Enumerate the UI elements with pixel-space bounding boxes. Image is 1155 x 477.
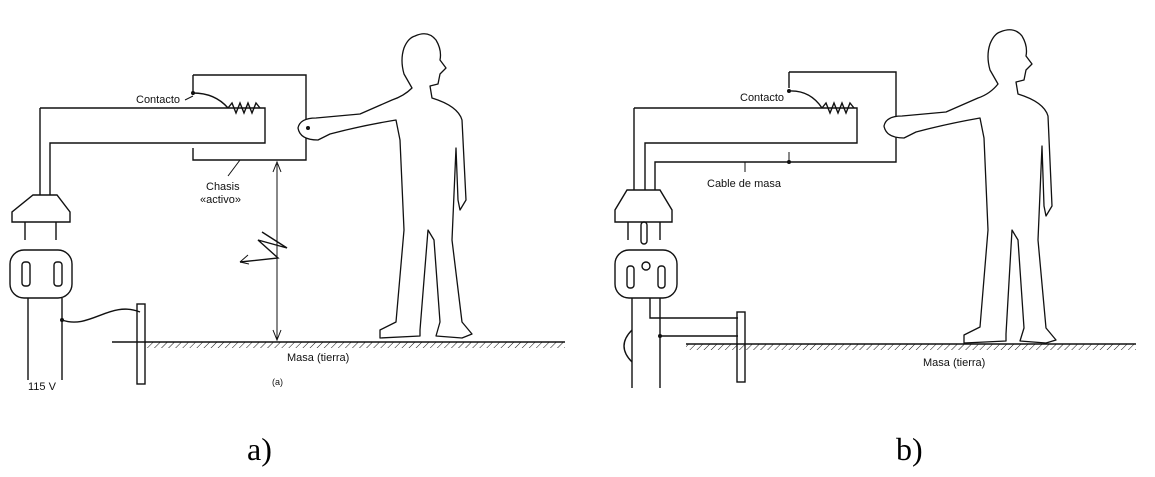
person-b	[883, 29, 1057, 344]
chassis-b	[788, 71, 897, 163]
chassis-a	[192, 74, 307, 161]
ground-cable-b	[654, 161, 789, 190]
ground-label-b: Masa (tierra)	[923, 357, 985, 369]
panel-a	[9, 33, 565, 385]
outlet-a	[9, 249, 73, 299]
chassis-label-a: Chasis	[206, 181, 240, 193]
ground-hatch-a	[145, 342, 565, 348]
sub-label-a: (a)	[272, 377, 283, 387]
outlet-b	[614, 249, 678, 299]
caption-b: b)	[896, 431, 923, 467]
internal-wire-a	[40, 107, 266, 195]
resistor-b	[821, 101, 855, 115]
ground-cable-label-b: Cable de masa	[707, 178, 782, 190]
ground-wire-a	[61, 308, 141, 323]
voltage-label-a: 115 V	[28, 381, 57, 393]
shock-symbol-a	[239, 231, 288, 263]
caption-a: a)	[247, 431, 272, 467]
chassis-label-a-2: «activo»	[200, 194, 241, 206]
ground-hatch-b	[686, 344, 1136, 350]
contact-label-b: Contacto	[740, 92, 784, 104]
plug-b	[614, 189, 673, 223]
ground-wire-b	[649, 298, 738, 319]
resistor-a	[227, 101, 261, 115]
ground-rod-a	[136, 303, 146, 385]
panel-b	[614, 29, 1136, 388]
internal-wire-b	[634, 107, 858, 190]
contact-fault-a	[192, 92, 229, 109]
person-a	[297, 33, 473, 339]
plug-a	[11, 194, 71, 223]
contact-label-a: Contacto	[136, 94, 180, 106]
contact-fault-b	[788, 90, 823, 109]
ground-label-a: Masa (tierra)	[287, 352, 349, 364]
